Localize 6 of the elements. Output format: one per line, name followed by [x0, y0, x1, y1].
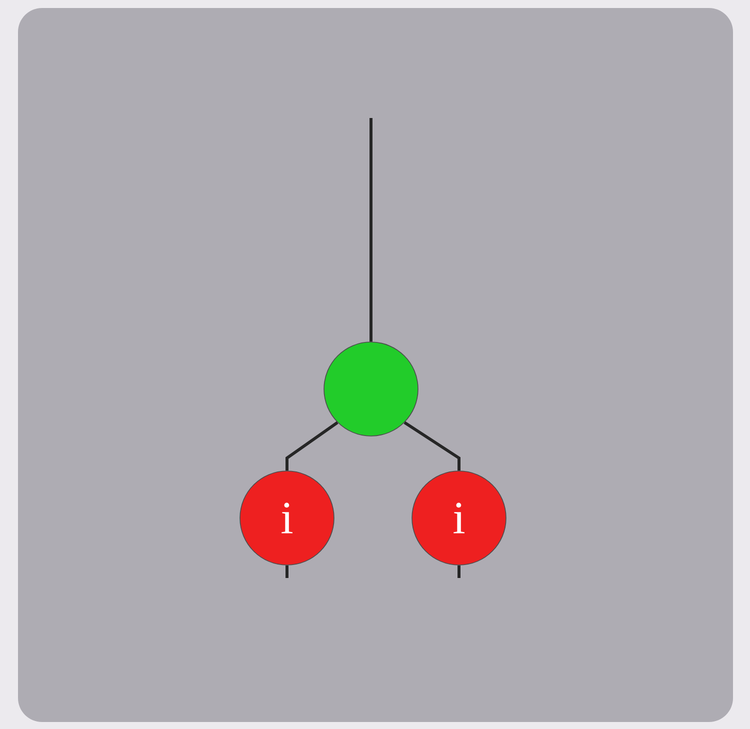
connector-line	[404, 421, 460, 471]
circle-node	[324, 342, 418, 436]
connector-line	[458, 565, 460, 578]
connector-line	[370, 118, 372, 342]
connector-line	[286, 565, 288, 578]
connector-line	[286, 421, 338, 471]
